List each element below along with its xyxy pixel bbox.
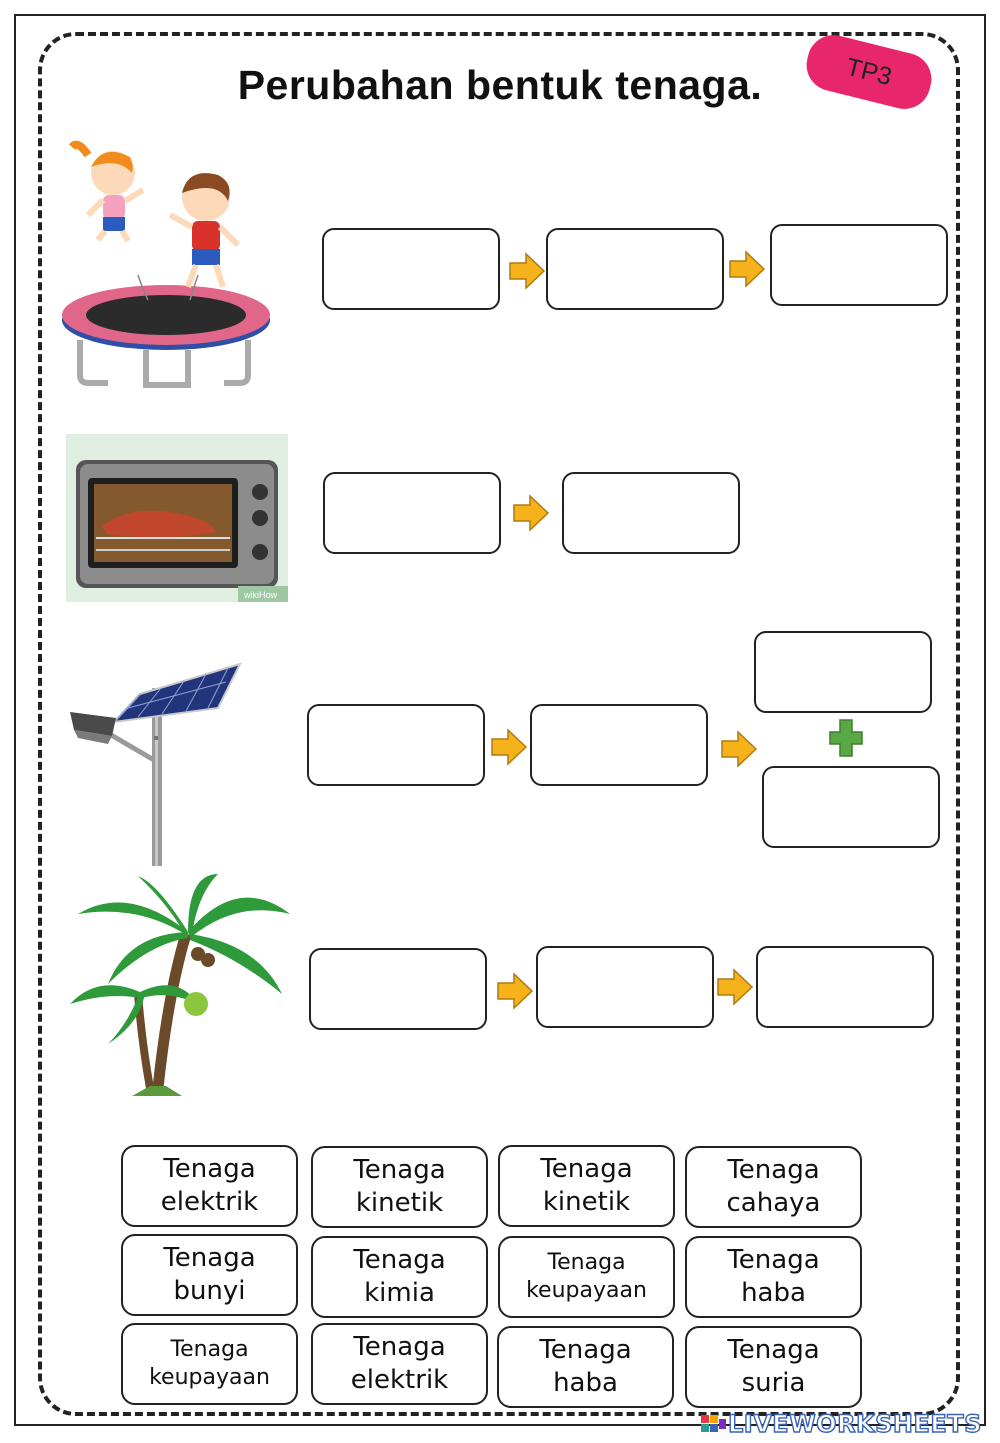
toaster-oven-illustration: wikiHow bbox=[66, 434, 288, 602]
right-arrow-icon bbox=[497, 972, 534, 1010]
right-arrow-icon bbox=[513, 494, 550, 532]
liveworksheets-logo: LIVEWORKSHEETS bbox=[700, 1408, 982, 1440]
right-arrow-icon bbox=[721, 730, 758, 768]
answer-box-r4-2[interactable] bbox=[536, 946, 714, 1028]
answer-box-r1-3[interactable] bbox=[770, 224, 948, 306]
answer-box-r2-1[interactable] bbox=[323, 472, 501, 554]
plus-icon bbox=[829, 719, 863, 757]
trampoline-illustration bbox=[62, 140, 270, 388]
page-border bbox=[14, 14, 986, 1426]
answer-box-r1-1[interactable] bbox=[322, 228, 500, 310]
answer-box-r3-3[interactable] bbox=[754, 631, 932, 713]
dashed-border bbox=[38, 32, 960, 1416]
answer-box-r3-1[interactable] bbox=[307, 704, 485, 786]
answer-box-r1-2[interactable] bbox=[546, 228, 724, 310]
right-arrow-icon bbox=[717, 968, 754, 1006]
answer-box-r3-4[interactable] bbox=[762, 766, 940, 848]
liveworksheets-brand: LIVEWORKSHEETS bbox=[727, 1409, 982, 1438]
oven-watermark-text: wikiHow bbox=[243, 590, 278, 600]
answer-box-r4-1[interactable] bbox=[309, 948, 487, 1030]
answer-box-r2-2[interactable] bbox=[562, 472, 740, 554]
right-arrow-icon bbox=[491, 728, 528, 766]
solar-street-lamp-illustration bbox=[70, 662, 242, 866]
worksheet-title: Perubahan bentuk tenaga. bbox=[237, 62, 763, 108]
right-arrow-icon bbox=[729, 250, 766, 288]
answer-box-r3-2[interactable] bbox=[530, 704, 708, 786]
right-arrow-icon bbox=[509, 252, 546, 290]
coconut-tree-illustration bbox=[70, 874, 290, 1096]
liveworksheets-logo-icon bbox=[701, 1415, 726, 1432]
answer-box-r4-3[interactable] bbox=[756, 946, 934, 1028]
